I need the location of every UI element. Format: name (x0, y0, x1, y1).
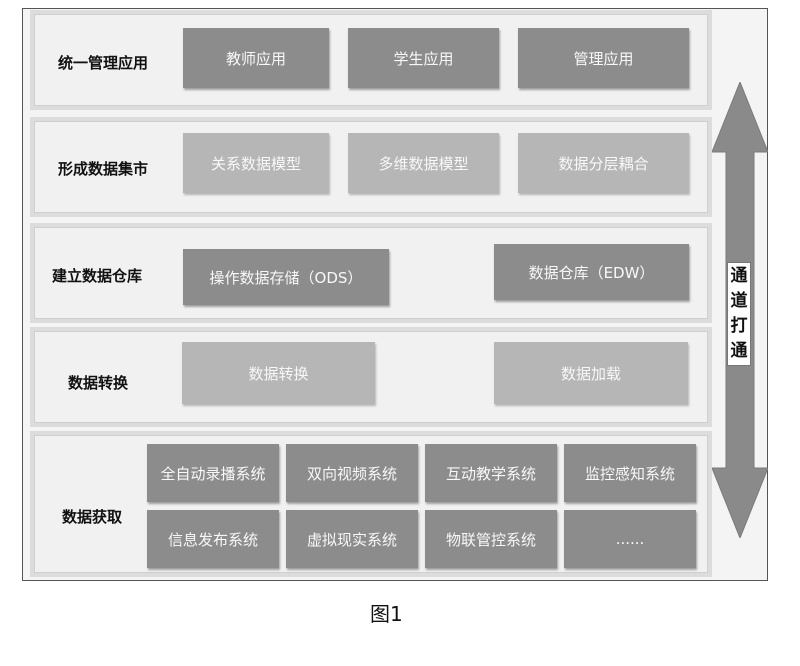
arrow-label-char: 道 (730, 291, 748, 311)
box-layered-coupling: 数据分层耦合 (518, 133, 689, 193)
arrow-label: 通 道 打 通 (727, 262, 751, 366)
box-data-load: 数据加载 (494, 342, 688, 404)
box-ellipsis: ...... (564, 510, 696, 568)
box-iot-control: 物联管控系统 (425, 510, 557, 568)
box-management-app: 管理应用 (518, 28, 689, 88)
arrow-label-char: 打 (730, 316, 748, 336)
box-info-publishing: 信息发布系统 (147, 510, 279, 568)
box-teacher-app: 教师应用 (183, 28, 329, 88)
box-interactive-teaching: 互动教学系统 (425, 444, 557, 502)
box-virtual-reality: 虚拟现实系统 (286, 510, 418, 568)
layer-label-unified-management: 统一管理应用 (58, 54, 149, 72)
box-student-app: 学生应用 (348, 28, 499, 88)
box-monitoring-sensing: 监控感知系统 (564, 444, 696, 502)
layer-label-data-transform: 数据转换 (68, 374, 129, 392)
box-multidimensional-model: 多维数据模型 (348, 133, 499, 193)
layer-label-data-mart: 形成数据集市 (58, 160, 149, 178)
box-two-way-video: 双向视频系统 (286, 444, 418, 502)
box-ods: 操作数据存储（ODS） (183, 249, 389, 305)
layer-label-data-acquisition: 数据获取 (62, 508, 123, 526)
arrow-label-char: 通 (730, 266, 748, 286)
arrow-label-char: 通 (730, 341, 748, 361)
figure-caption: 图1 (370, 602, 403, 626)
layer-label-data-warehouse: 建立数据仓库 (52, 267, 143, 285)
box-data-transform: 数据转换 (182, 342, 375, 404)
box-auto-recording: 全自动录播系统 (147, 444, 279, 502)
box-edw: 数据仓库（EDW） (494, 244, 689, 300)
box-relational-model: 关系数据模型 (183, 133, 329, 193)
